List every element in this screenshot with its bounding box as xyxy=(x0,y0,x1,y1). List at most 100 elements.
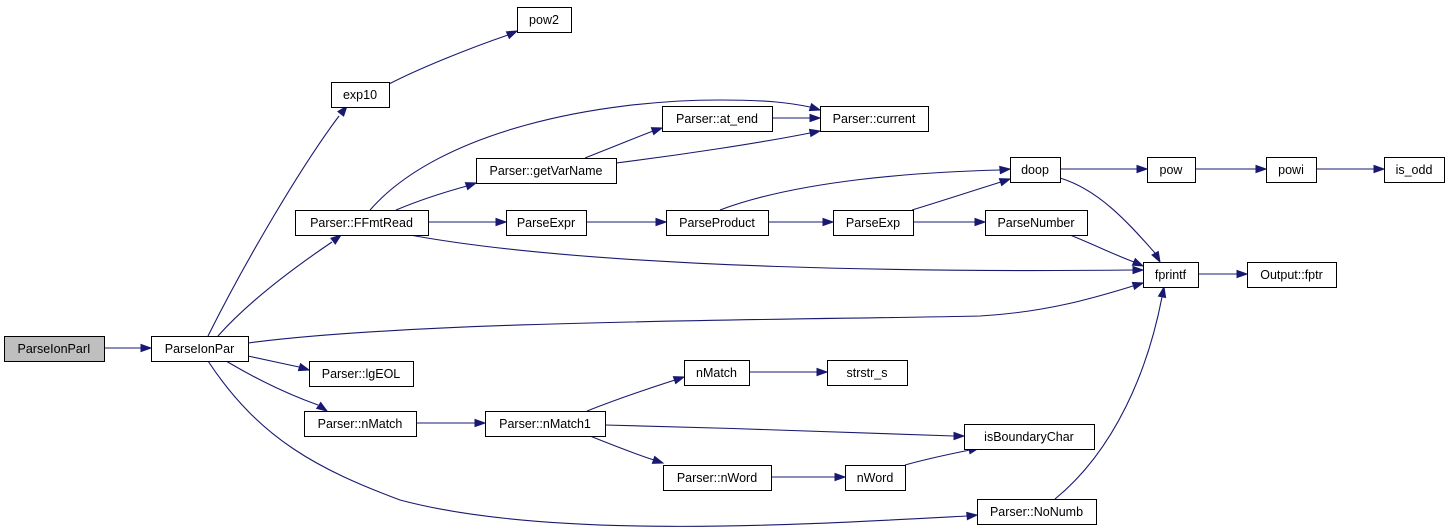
node-label: ParseProduct xyxy=(679,216,755,230)
node-label: Parser::nMatch1 xyxy=(499,417,591,431)
node-label: fprintf xyxy=(1155,268,1187,282)
edge-arrowhead xyxy=(974,217,987,227)
edge-arrowhead xyxy=(505,30,519,40)
node-current[interactable]: Parser::current xyxy=(820,106,929,132)
node-box xyxy=(1010,157,1061,183)
edge-FFmtRead-to-current xyxy=(369,99,822,211)
node-fptr[interactable]: Output::fptr xyxy=(1247,262,1337,288)
node-nWord[interactable]: nWord xyxy=(845,465,906,491)
edge-arrowhead xyxy=(650,127,664,136)
node-box xyxy=(964,424,1095,450)
node-box xyxy=(985,210,1088,236)
edge-line xyxy=(615,132,811,164)
edge-arrowhead xyxy=(1151,250,1161,264)
node-at_end[interactable]: Parser::at_end xyxy=(662,106,773,132)
edge-line xyxy=(247,355,300,368)
edge-line xyxy=(1059,177,1156,254)
edge-fprintf-to-fptr xyxy=(1198,269,1249,279)
node-label: ParseIonPar xyxy=(165,342,234,356)
edge-line xyxy=(584,130,654,159)
edge-arrowhead xyxy=(966,511,979,521)
node-pow[interactable]: pow xyxy=(1147,157,1196,183)
node-nMatch[interactable]: nMatch xyxy=(684,360,750,386)
node-box xyxy=(662,106,773,132)
edge-FFmtRead-to-fprintf xyxy=(409,234,1145,275)
node-label: Parser::nWord xyxy=(677,471,757,485)
node-box xyxy=(4,336,105,362)
node-ParseProduct[interactable]: ParseProduct xyxy=(666,210,769,236)
node-lgEOL[interactable]: Parser::lgEOL xyxy=(309,361,414,387)
edge-arrowhead xyxy=(474,418,487,428)
edge-arrowhead xyxy=(1236,269,1249,279)
node-doop[interactable]: doop xyxy=(1010,157,1061,183)
node-getVarName[interactable]: Parser::getVarName xyxy=(476,158,617,184)
edge-nMatch-to-strstr_s xyxy=(749,367,829,377)
node-NoNumb[interactable]: Parser::NoNumb xyxy=(977,499,1097,525)
edge-arrowhead xyxy=(999,165,1012,175)
node-label: pow xyxy=(1160,163,1184,177)
node-label: Parser::getVarName xyxy=(489,164,602,178)
node-label: ParseExp xyxy=(846,216,900,230)
edge-powi-to-is_odd xyxy=(1316,164,1386,174)
edge-PnMatch1-to-isBoundaryChar xyxy=(604,424,966,441)
edge-arrowhead xyxy=(315,401,329,412)
edge-at_end-to-current xyxy=(772,113,822,123)
node-box xyxy=(663,465,772,491)
node-FFmtRead[interactable]: Parser::FFmtRead xyxy=(295,210,429,236)
node-PnMatch[interactable]: Parser::nMatch xyxy=(304,411,417,437)
node-label: strstr_s xyxy=(847,366,888,380)
node-pow2[interactable]: pow2 xyxy=(517,7,572,33)
edge-ParseExpr-to-ParseProduct xyxy=(586,217,668,227)
edge-getVarName-to-at_end xyxy=(584,127,664,159)
node-PnMatch1[interactable]: Parser::nMatch1 xyxy=(485,411,606,437)
edge-FFmtRead-to-ParseExpr xyxy=(428,217,508,227)
edge-arrowhead xyxy=(140,343,153,353)
node-isBoundaryChar[interactable]: isBoundaryChar xyxy=(964,424,1095,450)
edge-arrowhead xyxy=(495,217,508,227)
edge-ParseIonPar-to-lgEOL xyxy=(247,355,311,372)
edge-line xyxy=(604,424,955,437)
node-label: Parser::lgEOL xyxy=(322,367,401,381)
node-powi[interactable]: powi xyxy=(1266,157,1317,183)
node-ParseIonPar[interactable]: ParseIonPar xyxy=(151,336,249,362)
edge-ParseIonPar-to-fprintf xyxy=(247,281,1145,344)
node-strstr_s[interactable]: strstr_s xyxy=(827,360,908,386)
edge-line xyxy=(719,169,1001,211)
edge-arrowhead xyxy=(1255,164,1268,174)
node-is_odd[interactable]: is_odd xyxy=(1384,157,1445,183)
node-label: Parser::nMatch xyxy=(318,417,403,431)
node-PnWord[interactable]: Parser::nWord xyxy=(663,465,772,491)
edge-line xyxy=(409,234,1134,272)
node-label: Parser::NoNumb xyxy=(990,505,1083,519)
edge-line xyxy=(369,99,811,211)
node-ParseExp[interactable]: ParseExp xyxy=(833,210,914,236)
node-ParseNumber[interactable]: ParseNumber xyxy=(985,210,1088,236)
node-label: Parser::at_end xyxy=(676,112,758,126)
node-box xyxy=(304,411,417,437)
node-label: ParseNumber xyxy=(997,216,1074,230)
node-exp10[interactable]: exp10 xyxy=(331,82,390,108)
edge-PnWord-to-nWord xyxy=(771,472,847,482)
edge-arrowhead xyxy=(998,178,1012,187)
edge-PnMatch1-to-nMatch xyxy=(586,376,686,412)
edge-arrowhead xyxy=(297,362,311,372)
edge-arrowhead xyxy=(651,455,665,464)
node-box xyxy=(827,360,908,386)
node-box xyxy=(517,7,572,33)
node-ParseExpr[interactable]: ParseExpr xyxy=(506,210,587,236)
edge-arrowhead xyxy=(464,182,478,191)
node-box xyxy=(666,210,769,236)
edge-line xyxy=(1069,234,1135,263)
node-box xyxy=(845,465,906,491)
edge-ParseIonPar-to-PnMatch xyxy=(225,360,329,412)
node-box xyxy=(485,411,606,437)
edge-arrowhead xyxy=(1136,164,1149,174)
edge-arrowhead xyxy=(1132,265,1145,275)
node-fprintf[interactable]: fprintf xyxy=(1143,262,1199,288)
edge-FFmtRead-to-getVarName xyxy=(395,182,478,211)
node-box xyxy=(1266,157,1317,183)
edge-ParseExp-to-doop xyxy=(911,178,1012,211)
edge-doop-to-pow xyxy=(1060,164,1149,174)
node-box xyxy=(1143,262,1199,288)
